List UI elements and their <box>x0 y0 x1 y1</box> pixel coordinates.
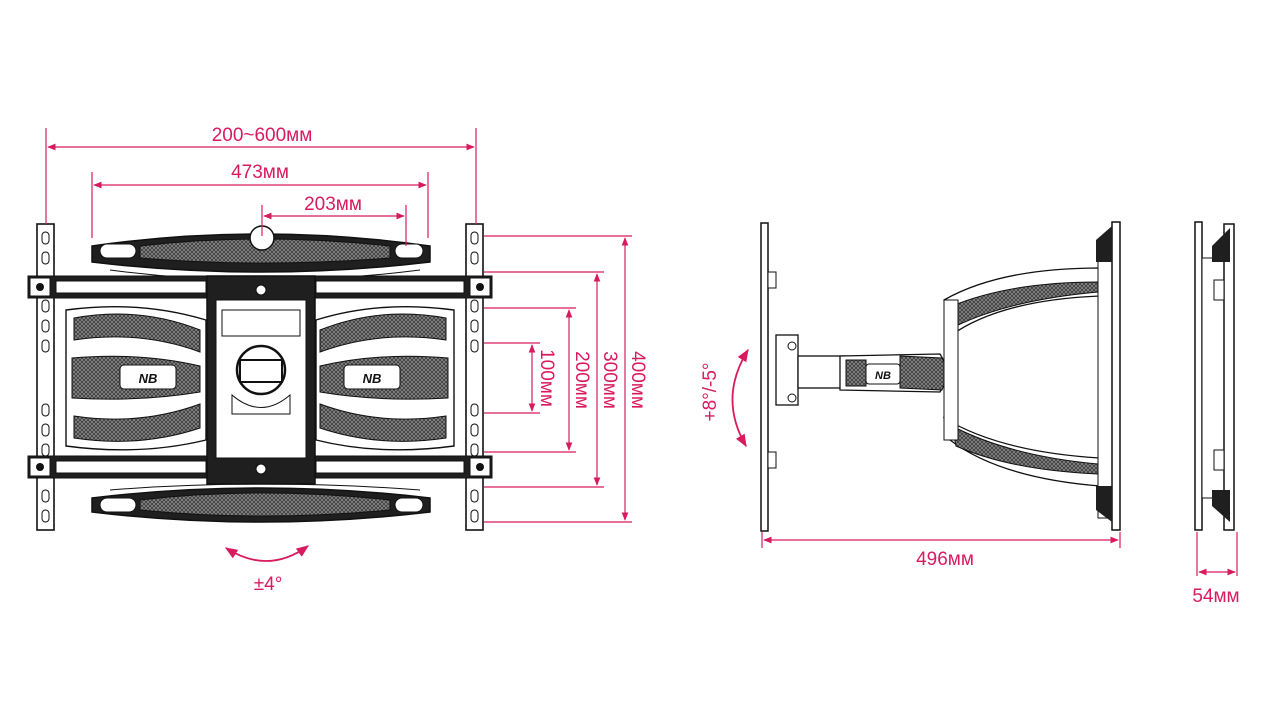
front-dimensions <box>45 128 632 562</box>
vesa-200-label: 200мм <box>571 351 592 409</box>
front-view: NB NB <box>27 223 493 531</box>
vesa-100-label: 100мм <box>536 349 557 407</box>
center-wall-plate <box>206 275 316 485</box>
front-dimension-labels: 200~600мм 473мм 203мм 100мм 200мм 300мм … <box>212 125 648 595</box>
left-arm-logo: NB <box>139 371 158 386</box>
side-dimension-labels: 496мм +8°/-5° 54мм <box>700 362 1240 607</box>
wall-bracket-side <box>942 221 1121 531</box>
vesa-400-label: 400мм <box>627 351 648 409</box>
tilt-label: +8°/-5° <box>700 362 721 421</box>
side-view: NB <box>760 221 1235 532</box>
side-dimensions <box>731 348 1238 576</box>
extension-label: 496мм <box>916 549 974 570</box>
right-vertical-rail <box>465 223 484 531</box>
vesa-300-label: 300мм <box>599 351 620 409</box>
swivel-label: ±4° <box>254 574 283 595</box>
bottom-arm-cover <box>91 483 431 523</box>
extension-arm: NB <box>797 353 947 393</box>
side-arm-logo: NB <box>875 370 891 382</box>
right-arm-logo: NB <box>363 371 382 386</box>
tv-plate <box>760 222 799 532</box>
width-range-label: 200~600мм <box>212 125 313 146</box>
left-vertical-rail <box>36 223 55 531</box>
depth-label: 54мм <box>1192 586 1239 607</box>
top-arm-cover <box>91 225 431 281</box>
left-arm: NB <box>65 305 207 451</box>
right-arm: NB <box>315 305 455 451</box>
profile-view <box>1194 221 1235 531</box>
center-span-label: 203мм <box>304 194 362 215</box>
arm-span-label: 473мм <box>231 162 289 183</box>
